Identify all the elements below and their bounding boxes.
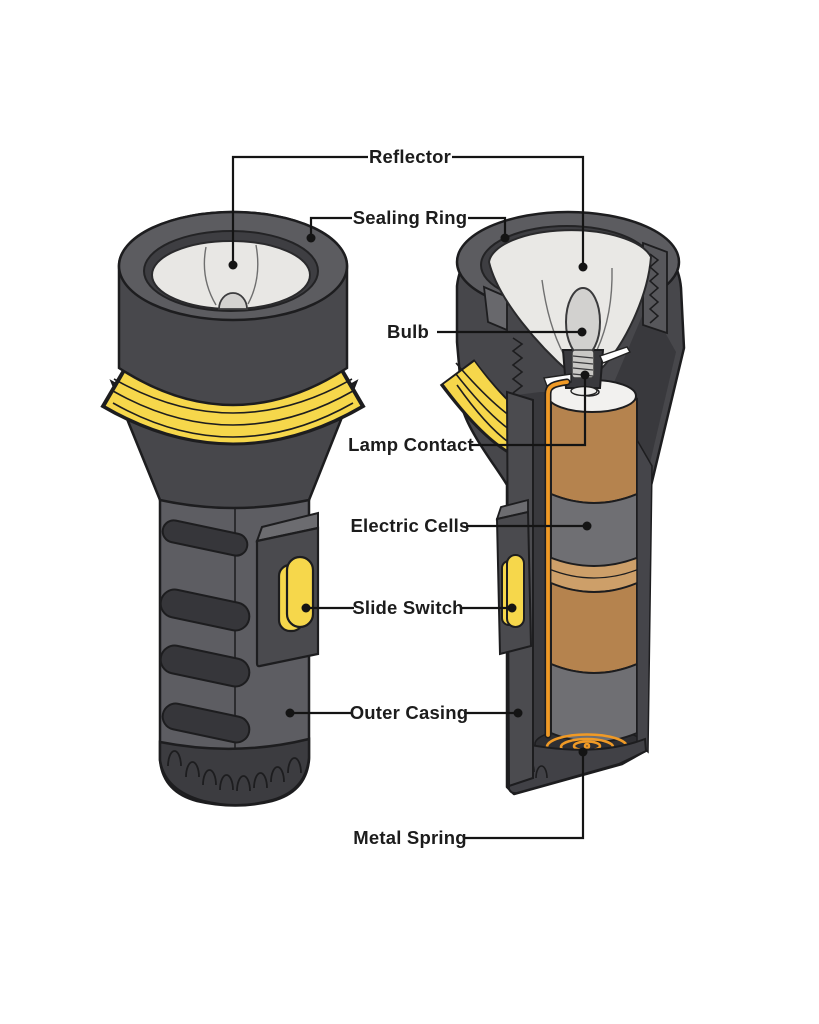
lamp-contact-strip-right <box>599 346 632 364</box>
cell2-gray <box>550 662 638 743</box>
callouts: Reflector Sealing Ring Bulb Lamp Contact… <box>228 146 592 848</box>
thread-zigzag-right <box>648 253 660 324</box>
label-metal-spring: Metal Spring <box>353 827 466 848</box>
bottom-cap <box>158 737 311 807</box>
label-slide-switch: Slide Switch <box>352 597 463 618</box>
cell1-tan <box>550 397 638 504</box>
electric-cells <box>547 379 640 743</box>
wire <box>544 378 571 739</box>
handle-grips <box>159 519 251 744</box>
cell2-tan <box>550 581 638 674</box>
right-wall-strip <box>636 437 653 754</box>
label-bulb: Bulb <box>387 321 429 342</box>
reflector-facet-lines <box>203 244 259 306</box>
cell1-gray <box>550 492 638 569</box>
cutaway-switch-button <box>506 554 525 628</box>
bulb-glass <box>565 287 601 357</box>
label-electric-cells: Electric Cells <box>350 515 469 536</box>
label-outer-casing: Outer Casing <box>350 702 469 723</box>
sealing-ring-yellow <box>105 370 361 443</box>
bulb-tip-dome <box>218 292 248 310</box>
label-reflector: Reflector <box>369 146 451 167</box>
sealing-ring-band <box>100 367 366 446</box>
rim-cut-face-left <box>482 285 508 332</box>
thread-zigzag-left <box>511 337 524 394</box>
bowl-facet-lines <box>541 267 613 356</box>
bottom-cap-ridges <box>167 750 302 792</box>
cutaway-switch-panel <box>495 498 533 656</box>
bottom-cut-band <box>505 737 648 795</box>
switch-panel <box>255 511 320 668</box>
slide-switch-button <box>285 555 315 629</box>
flashlight-cutaway <box>439 210 686 796</box>
flashlight-exterior <box>100 210 366 807</box>
label-sealing-ring: Sealing Ring <box>353 207 467 228</box>
label-lamp-contact: Lamp Contact <box>348 434 474 455</box>
